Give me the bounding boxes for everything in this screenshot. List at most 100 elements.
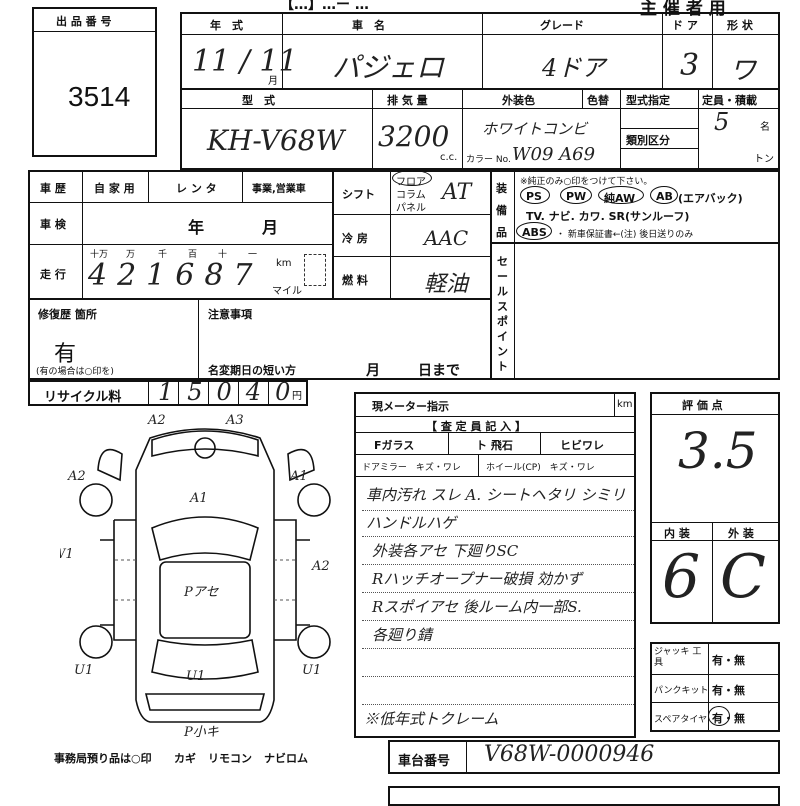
rear-bumper (144, 693, 266, 711)
history-private[interactable]: 自 家 用 (94, 182, 135, 195)
wheel-rear-left (79, 625, 113, 659)
remark-line-6: 各廻り錆 (372, 626, 433, 644)
bottom-box (388, 786, 780, 806)
meter-unit: km (617, 399, 633, 410)
model-value: KH-V68W (207, 124, 345, 157)
km-label: km (276, 258, 292, 269)
type-spec-label: 型式指定 (626, 94, 670, 107)
capacity-value: 5 (714, 108, 730, 136)
mile-label: マイル (272, 286, 302, 297)
digit-unit-1: 一 (248, 250, 258, 260)
navi-item[interactable]: ナビロム (264, 752, 308, 765)
color-change-label: 色替 (587, 94, 609, 107)
diagram-label-u1-center: U1 (186, 669, 205, 684)
diagram-label-a2-right: A2 (311, 559, 330, 574)
shift-value: AT (442, 180, 472, 205)
mileage-label: 走 行 (40, 268, 66, 281)
puncture-kit-options[interactable]: 有・無 (712, 684, 745, 697)
remark-line-5: Rスポイアセ 後ルーム内一部S. (372, 598, 582, 616)
color-no-value: W09 A69 (512, 144, 596, 165)
mileage-value: 421687 (88, 258, 263, 293)
repair-note: (有の場合は○印を) (36, 367, 114, 377)
row1-box: 年 式 車 名 グレード ド ア 形 状 11 / 11 月 パジェロ 4ドア … (180, 12, 780, 90)
remote-item[interactable]: リモコン (208, 752, 252, 765)
meter-label: 現メーター指示 (372, 400, 449, 413)
sales-point-box: セールスポイント (490, 242, 780, 380)
chassis-label: 車台番号 (398, 754, 451, 769)
color-value: ホワイトコンビ (482, 120, 588, 138)
rear-window (151, 639, 259, 680)
tools-box: ジャッキ 工具 有・無 パンクキット 有・無 スペアタイヤ 有・無 (650, 642, 780, 732)
score-value: 3.5 (678, 422, 758, 480)
spare-tire-yes-circle (708, 706, 730, 726)
exterior-color-label: 外装色 (502, 94, 535, 107)
car-body-outline (135, 428, 275, 723)
digit-unit-10k: 万 (126, 250, 136, 260)
office-note: 事務局預り品は○印 (54, 752, 152, 765)
lot-number-box: 出 品 番 号 3514 (32, 7, 157, 157)
jack-options[interactable]: 有・無 (712, 654, 745, 667)
name-change-month: 月 (366, 363, 380, 379)
diagram-label-a2-left: A2 (67, 469, 86, 484)
interior-label: 内 装 (664, 527, 690, 540)
equip-row2: TV. ナビ. カワ. SR(サンルーフ) (526, 210, 690, 223)
exterior-value: C (720, 542, 766, 612)
digit-unit-1k: 千 (158, 250, 168, 260)
windshield (151, 516, 259, 562)
tons-unit: トン (754, 154, 774, 165)
displacement-value: 3200 (378, 120, 450, 153)
ac-label: 冷 房 (342, 232, 368, 245)
spare-tire-label: スペアタイヤ (654, 715, 708, 725)
cc-unit: c.c. (440, 152, 458, 163)
inspector-box: 現メーター指示 km 【 査 定 員 記 入 】 Fガラス ト 飛石 ヒビワレ … (354, 392, 636, 738)
wheel-rear-right (297, 625, 331, 659)
equip-warranty: ・ 新車保証書←(注) 後日送りのみ (556, 230, 694, 240)
shift-floor-circle (392, 170, 432, 186)
shift-panel[interactable]: パネル (396, 203, 426, 214)
door-mirror-label: ドアミラー キズ・ワレ (362, 463, 461, 473)
crack-label: ヒビワレ (560, 439, 604, 452)
history-business[interactable]: 事業,営業車 (252, 184, 306, 195)
chassis-value: V68W-0000946 (484, 742, 655, 767)
model-label: 型 式 (242, 94, 275, 107)
persons-unit: 名 (760, 122, 770, 133)
organizer-title: 主 催 者 用 (640, 0, 726, 19)
equip-ab-note: (エアバック) (678, 192, 743, 205)
diagram-label-rear: P小キ (183, 725, 219, 740)
door-label: ド ア (672, 19, 698, 32)
right-mirror (287, 448, 315, 482)
shape-label: 形 状 (727, 19, 753, 32)
history-rental[interactable]: レ ン タ (176, 182, 217, 195)
keys-item[interactable]: カギ (174, 752, 196, 765)
shift-column[interactable]: コラム (396, 190, 426, 201)
year-label: 年 式 (210, 19, 243, 32)
name-change-label: 名変期日の短い方 (208, 364, 296, 377)
capacity-label: 定員・積載 (702, 94, 757, 107)
repair-value: 有 (54, 342, 77, 367)
digit-unit-100k: 十万 (90, 250, 109, 260)
roof (159, 561, 251, 639)
inspection-label: 車 検 (40, 218, 66, 231)
right-side-panels (274, 519, 310, 641)
shift-label: シフト (342, 188, 375, 201)
score-box: 評 価 点 3.5 内 装 外 装 6 C (650, 392, 780, 624)
lot-number-label: 出 品 番 号 (56, 15, 112, 28)
wheel-front-left (79, 483, 113, 517)
front-bumper (151, 430, 259, 458)
equipment-note: ※純正のみ○印をつけて下さい。 (520, 177, 653, 187)
displacement-label: 排 気 量 (387, 94, 428, 107)
digit-unit-100: 百 (188, 250, 198, 260)
left-side-panels (100, 519, 136, 641)
name-change-day: 日まで (418, 363, 460, 379)
diagram-label-a2-top: A2 (147, 413, 166, 428)
door-value: 3 (680, 48, 700, 83)
diagram-label-a1-hood: A1 (189, 491, 208, 506)
inspector-label: 【 査 定 員 記 入 】 (426, 420, 526, 433)
remark-line-1: 車内汚れ スレ A. シートヘタリ シミリ (366, 486, 626, 504)
row2-box: 型 式 排 気 量 外装色 色替 型式指定 定員・積載 類別区分 KH-V68W… (180, 88, 780, 170)
diagram-label-u1-right: U1 (302, 663, 321, 678)
diagram-label-w1: W1 (60, 547, 74, 562)
chassis-box: 車台番号 V68W-0000946 (388, 740, 780, 774)
diagram-label-u1-left: U1 (74, 663, 93, 678)
lot-number-value: 3514 (68, 81, 131, 112)
